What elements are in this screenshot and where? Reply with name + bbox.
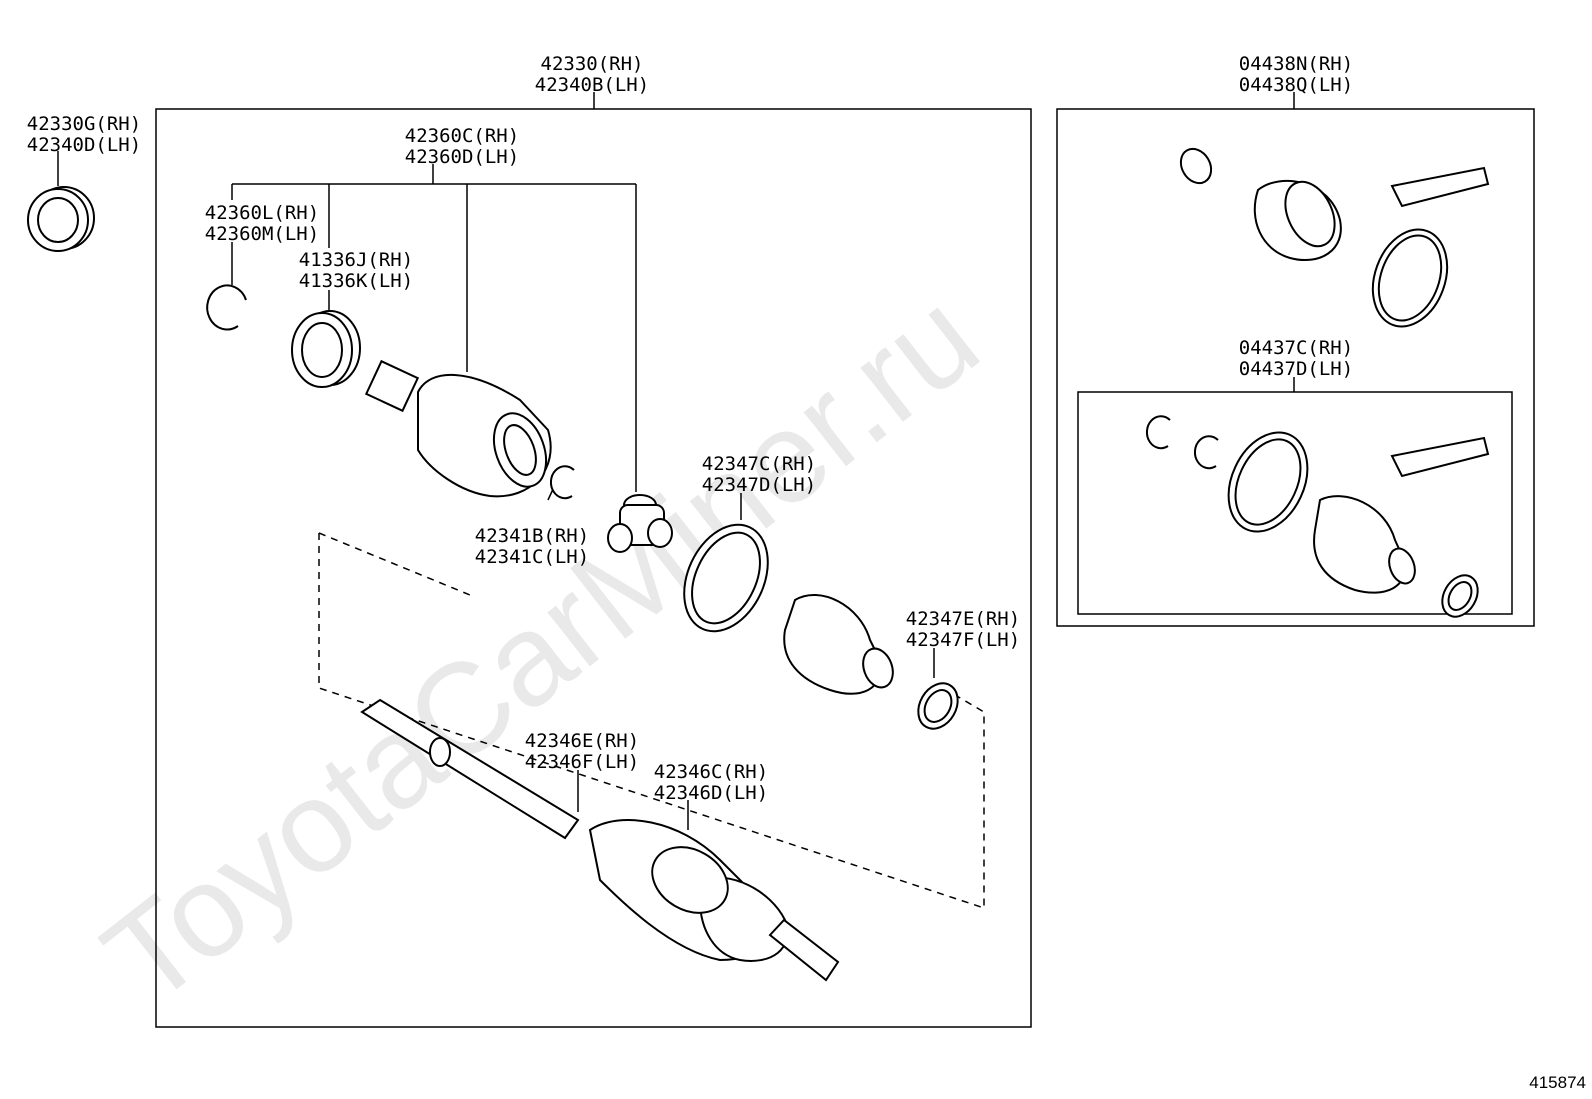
inboard-joint-rh-label: 42360C(RH)	[405, 125, 519, 147]
boot-clamp-large-part	[683, 523, 769, 633]
oil-seal-part	[291, 310, 361, 388]
main-assembly-rh-label: 42330(RH)	[541, 53, 644, 75]
leader-lines	[57, 92, 1295, 830]
dust-seal-rh-label: 42330G(RH)	[27, 113, 141, 135]
inboard-joint-lh-label: 42360D(LH)	[405, 146, 519, 168]
inboard-boot-part	[783, 594, 894, 695]
boot-clamp-small-rh-label: 42347E(RH)	[906, 608, 1020, 630]
boot-kit-inner-rh-label: 04437C(RH)	[1239, 337, 1353, 359]
boot-kit-inner-lh-label: 04437D(LH)	[1239, 358, 1353, 380]
tripod-joint-part	[607, 494, 673, 553]
boot-clamp-large-lh-label: 42347D(LH)	[702, 474, 816, 496]
main-assembly-lh-label: 42340B(LH)	[535, 74, 649, 96]
dust-seal-part	[27, 186, 95, 252]
boot-clamp-large-rh-label: 42347C(RH)	[702, 453, 816, 475]
circlip-rh-label: 42341B(RH)	[475, 525, 589, 547]
boot-band-2-rh-label: 42346C(RH)	[654, 761, 768, 783]
figure-number: 415874	[1529, 1073, 1586, 1092]
boot-kit-outer-lh-label: 04438Q(LH)	[1239, 74, 1353, 96]
snap-ring-rh-label: 42360L(RH)	[205, 202, 319, 224]
boot-kit-outer-rh-label: 04438N(RH)	[1239, 53, 1353, 75]
boot-band-1-rh-label: 42346E(RH)	[525, 730, 639, 752]
drive-shaft-part	[360, 698, 840, 982]
boot-kit-outer-frame	[1056, 108, 1535, 627]
boot-kit-outer-parts	[1179, 147, 1490, 328]
boot-band-1-lh-label: 42346F(LH)	[525, 751, 639, 773]
dust-seal-lh-label: 42340D(LH)	[27, 134, 141, 156]
boot-clamp-small-lh-label: 42347F(LH)	[906, 629, 1020, 651]
circlip-lh-label: 42341C(LH)	[475, 546, 589, 568]
boot-kit-inner-parts	[1145, 415, 1490, 618]
boot-band-2-lh-label: 42346D(LH)	[654, 782, 768, 804]
snap-ring-lh-label: 42360M(LH)	[205, 223, 319, 245]
oil-seal-lh-label: 41336K(LH)	[299, 270, 413, 292]
boot-clamp-small-part	[917, 682, 959, 730]
oil-seal-rh-label: 41336J(RH)	[299, 249, 413, 271]
circlip-part	[549, 465, 575, 500]
snap-ring-part	[206, 284, 247, 331]
inboard-joint-part	[364, 359, 552, 498]
boot-kit-inner-frame	[1077, 391, 1513, 615]
